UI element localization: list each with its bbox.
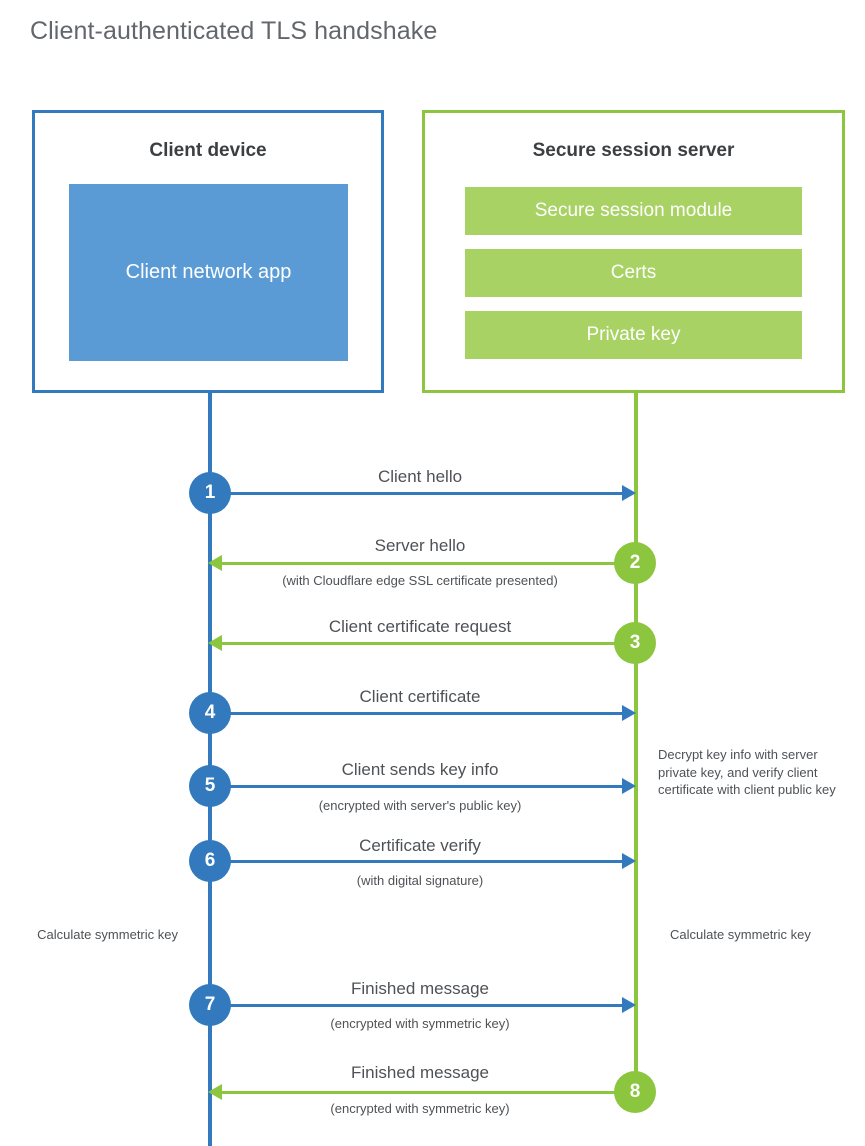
client-calculate-symmetric-key-note: Calculate symmetric key	[37, 927, 178, 942]
secure-session-server-title: Secure session server	[532, 140, 735, 161]
server-calculate-symmetric-key-note: Calculate symmetric key	[670, 927, 811, 942]
step-5-sublabel: (encrypted with server's public key)	[318, 798, 522, 813]
step-8-arrow-line	[222, 1091, 634, 1094]
step-6-label: Certificate verify	[359, 836, 481, 855]
step-1-label: Client hello	[377, 467, 463, 486]
step-3-arrow-line	[222, 642, 634, 645]
step-1-arrow-head-icon	[622, 485, 636, 501]
step-3-arrow-head-icon	[208, 635, 222, 651]
step-2-label: Server hello	[374, 536, 466, 555]
client-device-box: Client device Client network app	[32, 110, 384, 393]
secure-session-server-box: Secure session server Secure session mod…	[422, 110, 845, 393]
server-decrypt-note: Decrypt key info with server private key…	[658, 747, 836, 798]
step-8-label: Finished message	[351, 1063, 489, 1082]
secure-session-module-block: Secure session module	[465, 187, 802, 235]
step-4-label: Client certificate	[359, 687, 481, 706]
step-2-sublabel: (with Cloudflare edge SSL certificate pr…	[282, 573, 558, 588]
step-3-label: Client certificate request	[328, 617, 512, 636]
step-4-arrow-line	[210, 712, 624, 715]
step-8-badge: 8	[614, 1071, 656, 1113]
step-3-badge: 3	[614, 622, 656, 664]
step-2-badge: 2	[614, 542, 656, 584]
step-5-label: Client sends key info	[341, 760, 499, 779]
step-7-arrow-line	[210, 1004, 624, 1007]
step-2-arrow-line	[222, 562, 634, 565]
step-4-arrow-head-icon	[622, 705, 636, 721]
client-network-app-block: Client network app	[69, 184, 348, 361]
step-1-badge: 1	[189, 472, 231, 514]
step-6-arrow-line	[210, 860, 624, 863]
private-key-block: Private key	[465, 311, 802, 359]
certs-block: Certs	[465, 249, 802, 297]
step-1-arrow-line	[210, 492, 624, 495]
step-6-badge: 6	[189, 840, 231, 882]
step-8-arrow-head-icon	[208, 1084, 222, 1100]
step-7-label: Finished message	[351, 979, 489, 998]
client-device-title: Client device	[149, 140, 267, 161]
step-6-arrow-head-icon	[622, 853, 636, 869]
step-5-arrow-line	[210, 785, 624, 788]
step-7-badge: 7	[189, 984, 231, 1026]
step-5-arrow-head-icon	[622, 778, 636, 794]
step-4-badge: 4	[189, 692, 231, 734]
step-8-sublabel: (encrypted with symmetric key)	[330, 1101, 510, 1116]
step-2-arrow-head-icon	[208, 555, 222, 571]
server-lifeline	[634, 393, 638, 1100]
step-6-sublabel: (with digital signature)	[356, 873, 484, 888]
step-5-badge: 5	[189, 765, 231, 807]
step-7-sublabel: (encrypted with symmetric key)	[330, 1016, 510, 1031]
page-title: Client-authenticated TLS handshake	[30, 17, 438, 45]
step-7-arrow-head-icon	[622, 997, 636, 1013]
